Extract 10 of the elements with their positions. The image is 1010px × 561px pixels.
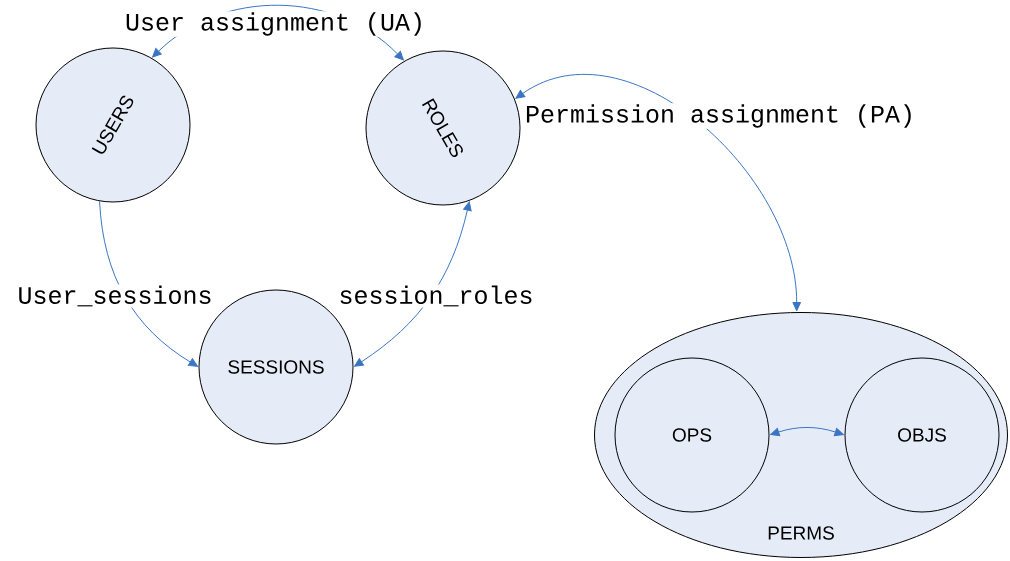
arrow [354, 201, 472, 367]
circle-node: OPS [614, 357, 770, 513]
arrow [515, 73, 802, 312]
edge-label: Permission assignment (PA) [523, 103, 917, 129]
edge-label: session_roles [337, 284, 535, 308]
edge-label: User_sessions [16, 284, 214, 308]
circle-node: OBJS [844, 357, 1000, 513]
arrow [770, 426, 844, 437]
arrow [99, 200, 198, 367]
edge-label: User assignment (UA) [124, 11, 427, 37]
